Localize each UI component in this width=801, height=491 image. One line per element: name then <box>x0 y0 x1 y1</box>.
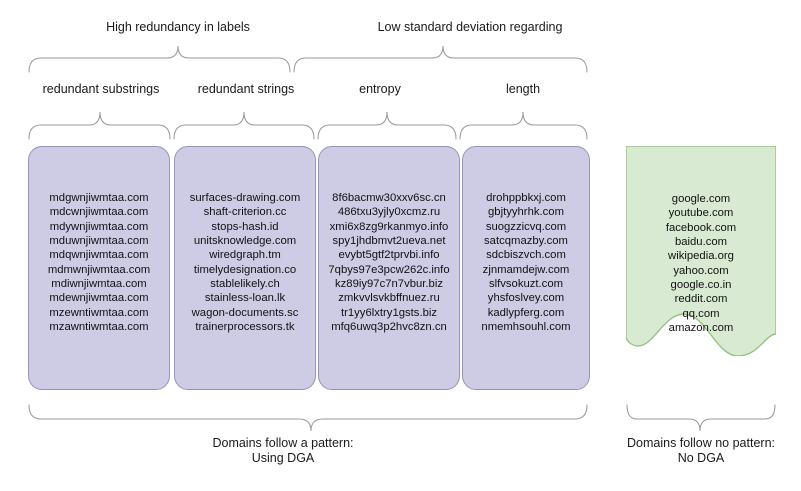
caption-nodga-line1: Domains follow no pattern: <box>627 436 775 450</box>
dga-column-redundant-strings: surfaces-drawing.com shaft-criterion.cc … <box>174 146 316 390</box>
list-item: mduwnjiwmtaa.com <box>49 235 149 248</box>
list-item: unitsknowledge.com <box>193 235 297 248</box>
list-item: mdqwnjiwmtaa.com <box>49 249 149 262</box>
list-item: drohppbkxj.com <box>486 192 566 204</box>
list-item: amazon.com <box>668 322 734 335</box>
list-item: mdewnjiwmtaa.com <box>49 292 149 305</box>
list-item: zjnmamdejw.com <box>482 263 570 276</box>
list-item: surfaces-drawing.com <box>189 192 301 204</box>
list-item: kadlypferg.com <box>487 306 565 319</box>
dga-column-entropy: 8f6bacmw30xxv6sc.cn 486txu3yjly0xcmz.ru … <box>318 146 460 390</box>
list-item: wagon-documents.sc <box>191 306 299 319</box>
caption-dga-line2: Using DGA <box>251 451 315 465</box>
list-item: baidu.com <box>674 236 728 249</box>
domain-list: mdgwnjiwmtaa.com mdcwnjiwmtaa.com mdywnj… <box>48 191 150 334</box>
list-item: shaft-criterion.cc <box>203 206 287 219</box>
list-item: mdywnjiwmtaa.com <box>49 220 149 233</box>
dga-column-length: drohppbkxj.com gbjtyyhrhk.com suogzzicvq… <box>462 146 590 390</box>
list-item: mdmwnjiwmtaa.com <box>47 263 151 276</box>
top-group-label-low-std-dev: Low standard deviation regarding <box>377 20 563 34</box>
list-item: wikipedia.org <box>668 250 734 263</box>
list-item: nmemhsouhl.com <box>481 321 571 334</box>
list-item: mfq6uwq3p2hvc8zn.cn <box>331 321 447 334</box>
list-item: slfvsokuzt.com <box>488 278 564 291</box>
document-shape <box>626 146 776 356</box>
list-item: 8f6bacmw30xxv6sc.cn <box>332 192 446 204</box>
list-item: timelydesignation.co <box>193 263 297 276</box>
brace-top-groups <box>28 45 588 73</box>
list-item: trainerprocessors.tk <box>195 321 295 334</box>
list-item: suogzzicvq.com <box>485 220 567 233</box>
caption-nodga-line2: No DGA <box>677 451 725 465</box>
brace-bottom-nodga <box>626 404 776 432</box>
top-group-label-high-redundancy: High redundancy in labels <box>106 20 250 34</box>
list-item: qq.com <box>682 307 720 320</box>
list-item: satcqmazby.com <box>484 235 568 248</box>
feature-label-redundant-strings: redundant strings <box>197 82 295 96</box>
list-item: mdcwnjiwmtaa.com <box>49 206 149 219</box>
list-item: tr1yy6lxtry1gsts.biz <box>340 306 438 319</box>
list-item: kz89iy97c7n7vbur.biz <box>334 278 443 291</box>
list-item: wiredgraph.tm <box>209 249 281 262</box>
brace-features <box>28 111 588 140</box>
domain-list: surfaces-drawing.com shaft-criterion.cc … <box>190 191 301 334</box>
list-item: facebook.com <box>665 221 737 234</box>
domain-list: 8f6bacmw30xxv6sc.cn 486txu3yjly0xcmz.ru … <box>328 191 449 334</box>
caption-dga: Domains follow a pattern: Using DGA <box>168 436 398 466</box>
brace-bottom-dga <box>28 404 588 432</box>
list-item: zmkvvlsvkbffnuez.ru <box>338 292 440 305</box>
dga-column-redundant-substrings: mdgwnjiwmtaa.com mdcwnjiwmtaa.com mdywnj… <box>28 146 170 390</box>
list-item: stainless-loan.lk <box>204 292 286 305</box>
list-item: sdcbiszvch.com <box>486 249 566 262</box>
caption-dga-line1: Domains follow a pattern: <box>212 436 354 450</box>
list-item: mzawntiwmtaa.com <box>49 321 149 334</box>
list-item: stablelikely.ch <box>210 278 280 291</box>
feature-label-length: length <box>505 82 541 96</box>
list-item: mdgwnjiwmtaa.com <box>49 192 149 204</box>
nodga-column: google.com youtube.com facebook.com baid… <box>626 146 776 356</box>
feature-label-entropy: entropy <box>359 82 401 96</box>
list-item: youtube.com <box>668 207 734 220</box>
list-item: 7qbys97e3pcw262c.info <box>328 263 450 276</box>
list-item: google.co.in <box>670 279 732 292</box>
list-item: yahoo.com <box>673 264 729 277</box>
list-item: spy1jhdbmvt2ueva.net <box>332 235 446 248</box>
list-item: yhsfoslvey.com <box>487 292 565 305</box>
list-item: mzewntiwmtaa.com <box>49 306 149 319</box>
list-item: reddit.com <box>674 293 728 306</box>
feature-label-redundant-substrings: redundant substrings <box>42 82 160 96</box>
list-item: mdiwnjiwmtaa.com <box>51 278 147 291</box>
list-item: stops-hash.id <box>211 220 279 233</box>
caption-nodga: Domains follow no pattern: No DGA <box>611 436 791 466</box>
list-item: 486txu3yjly0xcmz.ru <box>337 206 441 219</box>
list-item: evybt5gtf2tprvbi.info <box>338 249 440 262</box>
domain-list: drohppbkxj.com gbjtyyhrhk.com suogzzicvq… <box>481 191 570 334</box>
list-item: xmi6x8zg9rkanmyo.info <box>329 220 449 233</box>
list-item: google.com <box>671 193 731 205</box>
list-item: gbjtyyhrhk.com <box>488 206 564 219</box>
domain-list: google.com youtube.com facebook.com baid… <box>626 192 776 335</box>
